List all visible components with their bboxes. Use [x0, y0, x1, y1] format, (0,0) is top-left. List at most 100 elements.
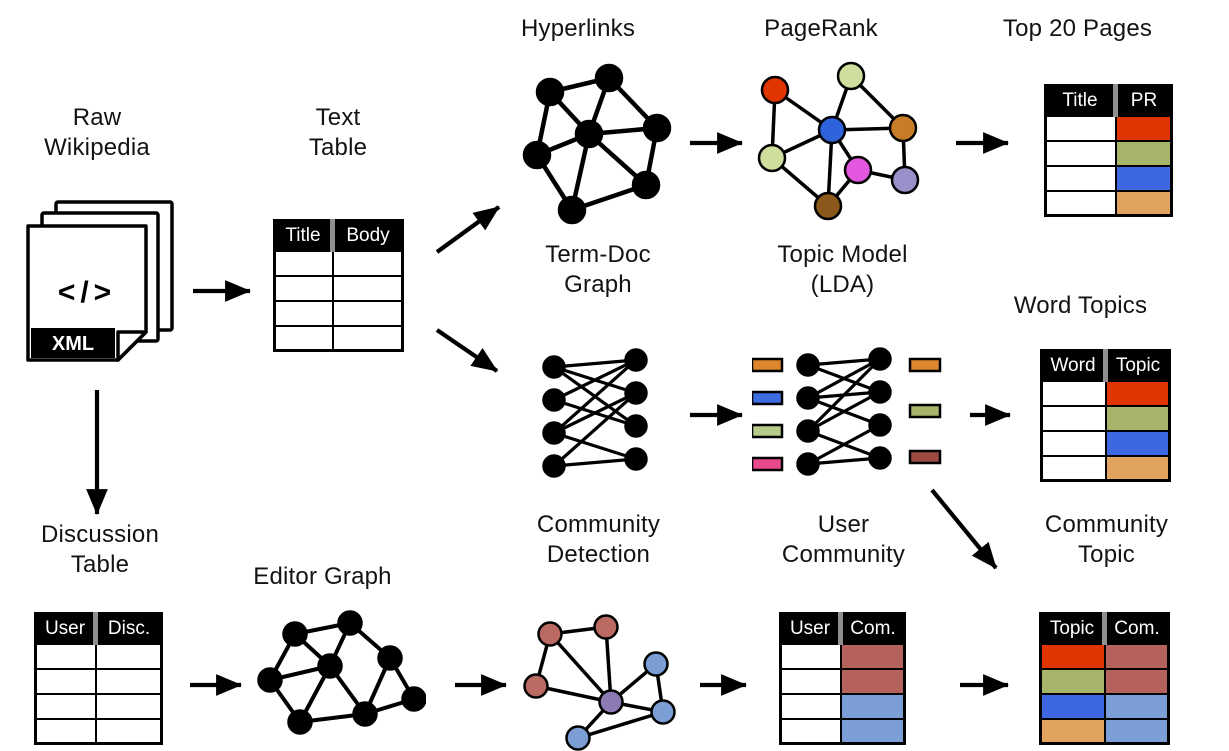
- label-term-doc-line1: Term-Doc: [545, 241, 651, 268]
- table-cell: [1114, 114, 1173, 142]
- table-cell: [1103, 692, 1170, 720]
- graph-node: [542, 454, 566, 478]
- table-cell: [273, 299, 334, 327]
- label-user-community-line1: User: [817, 511, 870, 538]
- graph-node: [813, 191, 843, 221]
- topic-bar: [908, 403, 942, 419]
- xml-document-icon: XML </>: [26, 200, 174, 362]
- graph-node: [598, 689, 624, 715]
- table-cell: [34, 717, 97, 745]
- graph-node: [796, 452, 820, 476]
- table-cell: [1103, 642, 1170, 670]
- label-hyperlinks: Hyperlinks: [498, 14, 658, 44]
- label-raw-line1: Raw: [72, 104, 122, 131]
- table-cell: [1103, 717, 1170, 745]
- graph-node: [542, 388, 566, 412]
- graph-canvas: [523, 614, 676, 751]
- label-community-topic: Community Topic: [1014, 510, 1199, 570]
- pagerank-graph: [748, 58, 923, 243]
- flow-arrow: [435, 328, 499, 373]
- table-cell: [1103, 667, 1170, 695]
- graph-node: [760, 75, 790, 105]
- label-word-topics-text: Word Topics: [1013, 292, 1148, 319]
- graph-node: [642, 113, 672, 143]
- table-cell: [779, 692, 842, 720]
- table-cell: [34, 642, 97, 670]
- table-header-user: User: [780, 613, 841, 644]
- graph-canvas: [257, 610, 427, 735]
- graph-node: [624, 447, 648, 471]
- table-header-topic: Topic: [1040, 613, 1105, 644]
- graph-node: [888, 113, 918, 143]
- label-text-table: Text Table: [268, 103, 408, 163]
- table-cell: [839, 717, 906, 745]
- label-word-topics: Word Topics: [988, 291, 1173, 321]
- graph-node: [282, 621, 308, 647]
- table-cell: [34, 692, 97, 720]
- graph-edge: [552, 391, 638, 468]
- graph-node: [523, 673, 549, 699]
- table-cell: [839, 642, 906, 670]
- table-cell: [1104, 379, 1171, 407]
- xml-badge-label: XML: [52, 333, 94, 355]
- graph-edge: [553, 431, 637, 461]
- graph-node: [542, 355, 566, 379]
- graph-node: [796, 386, 820, 410]
- table-cell: [94, 692, 163, 720]
- label-community-topic-line2: Topic: [1077, 541, 1136, 568]
- graph-edge: [807, 357, 881, 367]
- graph-node: [287, 709, 313, 735]
- table-cell: [779, 717, 842, 745]
- hyperlinks-graph: [503, 58, 678, 243]
- table-cell: [779, 667, 842, 695]
- table-cell: [1104, 429, 1171, 457]
- graph-node: [574, 119, 604, 149]
- graph-node: [817, 115, 847, 145]
- table-cell: [1114, 189, 1173, 217]
- label-pagerank: PageRank: [741, 14, 901, 44]
- table-cell: [273, 274, 334, 302]
- graph-edge: [807, 357, 881, 400]
- graph-edge: [806, 357, 882, 433]
- label-discussion-table: Discussion Table: [10, 520, 190, 580]
- document-fold-corner: [116, 330, 148, 362]
- graph-node: [890, 165, 920, 195]
- graph-node: [868, 380, 892, 404]
- table-header-word: Word: [1041, 350, 1106, 381]
- graph-node: [624, 381, 648, 405]
- graph-canvas: [542, 348, 648, 478]
- label-discussion-line2: Table: [70, 551, 130, 578]
- table-cell: [1044, 189, 1117, 217]
- table-cell: [839, 667, 906, 695]
- label-community-detection-line1: Community: [536, 511, 661, 538]
- topic-bar: [908, 357, 942, 373]
- label-community-topic-line1: Community: [1044, 511, 1169, 538]
- table-cell: [273, 324, 334, 352]
- graph-node: [593, 614, 619, 640]
- graph-node: [352, 701, 378, 727]
- table-cell: [1039, 642, 1106, 670]
- graph-node: [557, 195, 587, 225]
- graph-edge: [807, 456, 881, 466]
- flow-arrow: [435, 205, 501, 254]
- table-cell: [1114, 139, 1173, 167]
- table-cell: [1104, 454, 1171, 482]
- label-topic-model: Topic Model (LDA): [750, 240, 935, 300]
- graph-edge: [807, 390, 881, 433]
- graph-edge: [807, 423, 881, 466]
- table-cell: [1040, 379, 1107, 407]
- label-community-detection-line2: Detection: [546, 541, 651, 568]
- label-top-20-pages: Top 20 Pages: [985, 14, 1170, 44]
- community-detection-graph: [518, 614, 683, 751]
- graph-node: [624, 414, 648, 438]
- graph-edge: [535, 684, 612, 704]
- table-cell: [94, 642, 163, 670]
- graph-node: [868, 347, 892, 371]
- table-cell: [331, 249, 404, 277]
